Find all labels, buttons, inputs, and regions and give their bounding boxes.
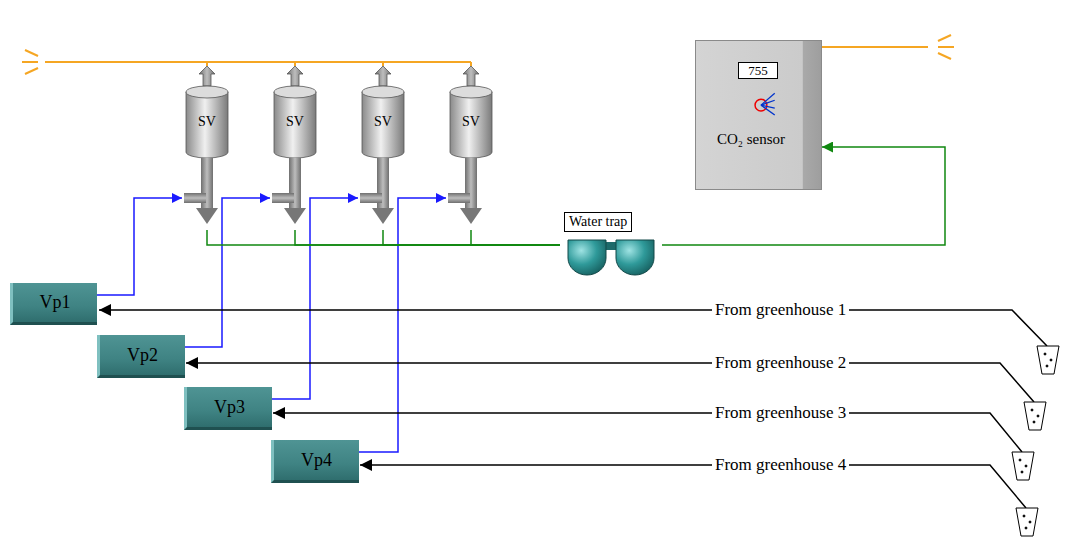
water-trap: Water trap [560,210,662,278]
sample-line [99,310,1047,508]
sample-tube [97,198,182,295]
valve-body [270,66,320,230]
node-label: SV [358,114,408,130]
sample-tube [185,198,270,347]
valve-body [358,66,408,230]
sample-funnel [1012,346,1059,536]
node-label: SV [270,114,320,130]
sample-tube [272,198,358,399]
pump-box: Vp2 [97,335,185,378]
node-label: Vp3 [214,397,245,418]
source-label: From greenhouse 3 [712,403,849,423]
solenoid-valve: SV [446,66,496,230]
source-label: From greenhouse 4 [712,455,849,475]
gas-line [295,230,560,245]
gas-line [471,230,560,245]
node-label: Vp4 [301,450,332,471]
pump-box: Vp4 [271,440,359,483]
valve-body [182,66,232,230]
solenoid-valve: SV [182,66,232,230]
sample-tube [359,198,446,452]
source-label: From greenhouse 2 [712,353,849,373]
node-label: SV [182,114,232,130]
node-label: CO₂ sensor [711,131,791,148]
pump-box: Vp1 [10,283,97,325]
pump-box: Vp3 [184,387,272,430]
solenoid-valve: SV [270,66,320,230]
node-label: Vp1 [40,292,71,313]
node-label: Vp2 [127,345,158,366]
reading-display: 755 [738,62,778,79]
valve-body [446,66,496,230]
gas-line [383,230,560,245]
gas-line [207,230,560,245]
solenoid-valve: SV [358,66,408,230]
co2-sensor-box: 755CO₂ sensor [695,40,822,190]
node-label: Water trap [564,212,632,232]
source-label: From greenhouse 1 [712,300,849,320]
node-label: SV [446,114,496,130]
